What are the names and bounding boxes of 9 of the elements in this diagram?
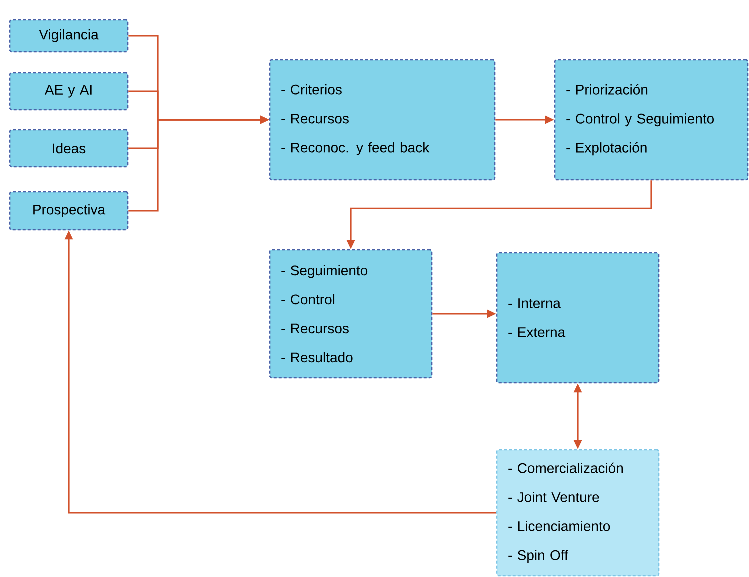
process-box: - Comercialización - Joint Venture - Licenciamiento - Spin Off	[496, 449, 660, 577]
process-box: - Criterios - Recursos - Reconoc. y feed back	[269, 59, 496, 181]
process-box: - Interna - Externa	[496, 252, 660, 384]
process-box: - Seguimiento - Control - Recursos - Resultado	[269, 249, 433, 379]
process-box: - Priorización - Control y Seguimiento - Explotación	[554, 59, 749, 181]
process-box: Prospectiva	[9, 191, 129, 231]
process-box: Ideas	[9, 129, 129, 168]
process-box: AE y AI	[9, 72, 129, 111]
process-box: Vigilancia	[9, 19, 129, 53]
